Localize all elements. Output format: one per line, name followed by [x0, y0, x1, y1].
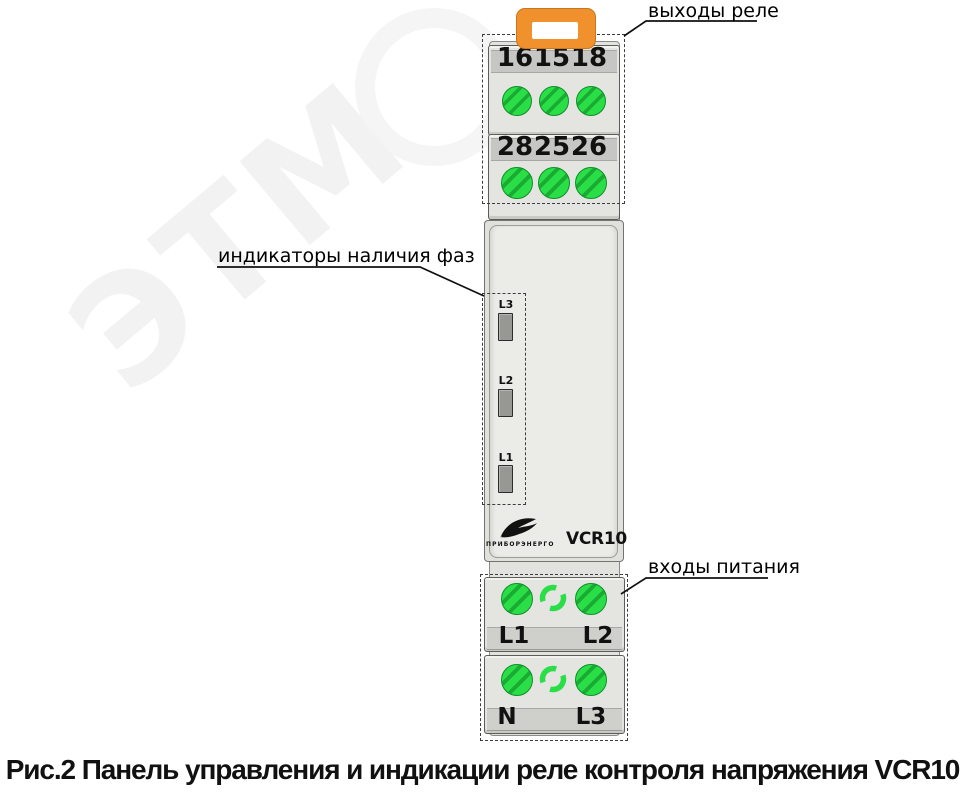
screw-terminal-green — [502, 86, 532, 116]
terminal-number: 16 — [496, 43, 534, 73]
terminal-label-strip — [487, 708, 622, 731]
terminal-number: 25 — [533, 132, 571, 162]
callout-phase-indicators: индикаторы наличия фаз — [218, 245, 475, 267]
brand-name: ПРИБОРЭНЕРГО — [486, 541, 555, 548]
model-name: VCR10 — [566, 529, 627, 549]
terminal-number: 15 — [533, 43, 571, 73]
power-terminal-label: L3 — [575, 704, 607, 730]
open-terminal-ring-icon — [537, 582, 569, 618]
terminal-number: 18 — [570, 43, 608, 73]
power-terminal-label: L2 — [582, 623, 614, 649]
screw-terminal-green — [539, 86, 569, 116]
screw-terminal-green — [575, 583, 607, 615]
screw-terminal-green — [575, 664, 607, 696]
phase-indicators-dashed-box — [482, 293, 526, 505]
terminal-number-strip — [491, 50, 617, 73]
screw-terminal-green — [575, 167, 607, 199]
relay-outputs-dashed-box — [482, 34, 625, 204]
phase-led-l3 — [498, 313, 513, 341]
screw-terminal-green — [501, 664, 533, 696]
led-label: L3 — [498, 298, 514, 311]
terminal-number: 28 — [496, 132, 534, 162]
din-rail-clip-window — [532, 22, 578, 39]
terminal-number-strip — [491, 138, 617, 161]
priborenergo-logo-icon — [500, 518, 537, 538]
callout-relay-outputs: выходы реле — [648, 0, 779, 22]
terminal-label-strip — [487, 627, 622, 650]
power-inputs-dashed-box — [480, 574, 628, 741]
screw-terminal-green — [576, 86, 606, 116]
phase-led-l2 — [498, 389, 513, 417]
phase-led-l1 — [498, 465, 513, 493]
open-terminal-ring-icon — [537, 663, 569, 699]
screw-terminal-green — [501, 583, 533, 615]
power-terminal-label: N — [497, 704, 517, 730]
screw-terminal-green — [538, 167, 570, 199]
screw-terminal-green — [501, 167, 533, 199]
terminal-number: 26 — [570, 132, 608, 162]
power-terminal-label: L1 — [498, 623, 530, 649]
figure-caption: Рис.2 Панель управления и индикации реле… — [5, 754, 961, 785]
callout-power-inputs: входы питания — [648, 556, 800, 578]
led-label: L1 — [498, 451, 514, 464]
led-label: L2 — [498, 374, 514, 387]
din-rail-clip — [516, 8, 596, 49]
